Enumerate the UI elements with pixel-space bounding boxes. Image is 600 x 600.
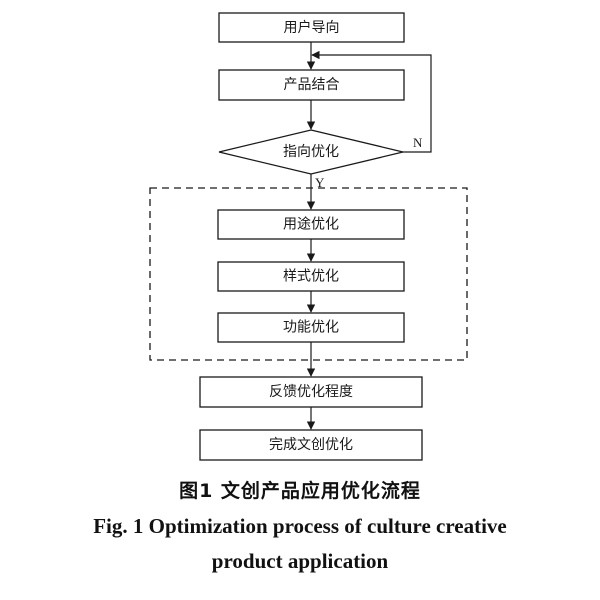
node-user-orientation-label: 用户导向 (284, 19, 340, 36)
node-style-optimization-label: 样式优化 (283, 269, 339, 285)
optimization-group-frame (149, 187, 468, 361)
branch-label-no: N (413, 135, 423, 150)
node-function-optimization-label: 功能优化 (283, 320, 339, 336)
node-complete-optimization: 完成文创优化 (199, 429, 423, 461)
figure-caption-english-line2: product application (211, 549, 389, 573)
decision-orientation-optimization-label: 指向优化 (283, 144, 339, 160)
node-function-optimization: 功能优化 (217, 312, 405, 343)
node-product-combination: 产品结合 (218, 69, 405, 101)
branch-label-yes: Y (315, 175, 325, 190)
node-purpose-optimization-label: 用途优化 (283, 216, 339, 233)
figure-caption-chinese: 图1 文创产品应用优化流程 (179, 480, 421, 502)
node-product-combination-label: 产品结合 (284, 77, 340, 93)
decision-orientation-optimization: 指向优化 (218, 129, 404, 175)
node-style-optimization: 样式优化 (217, 261, 405, 292)
node-feedback-optimization-level: 反馈优化程度 (199, 376, 423, 408)
node-purpose-optimization: 用途优化 (217, 209, 405, 240)
node-feedback-optimization-level-label: 反馈优化程度 (269, 384, 353, 400)
flowchart: 用户导向 产品结合 指向优化 用途优化 样式优化 功能优化 反馈优化程度 完成文… (149, 12, 468, 461)
arrow-loop-back-no (311, 50, 432, 153)
node-complete-optimization-label: 完成文创优化 (269, 437, 353, 453)
node-user-orientation: 用户导向 (218, 12, 405, 43)
figure-caption-english-line1: Fig. 1 Optimization process of culture c… (93, 514, 507, 538)
